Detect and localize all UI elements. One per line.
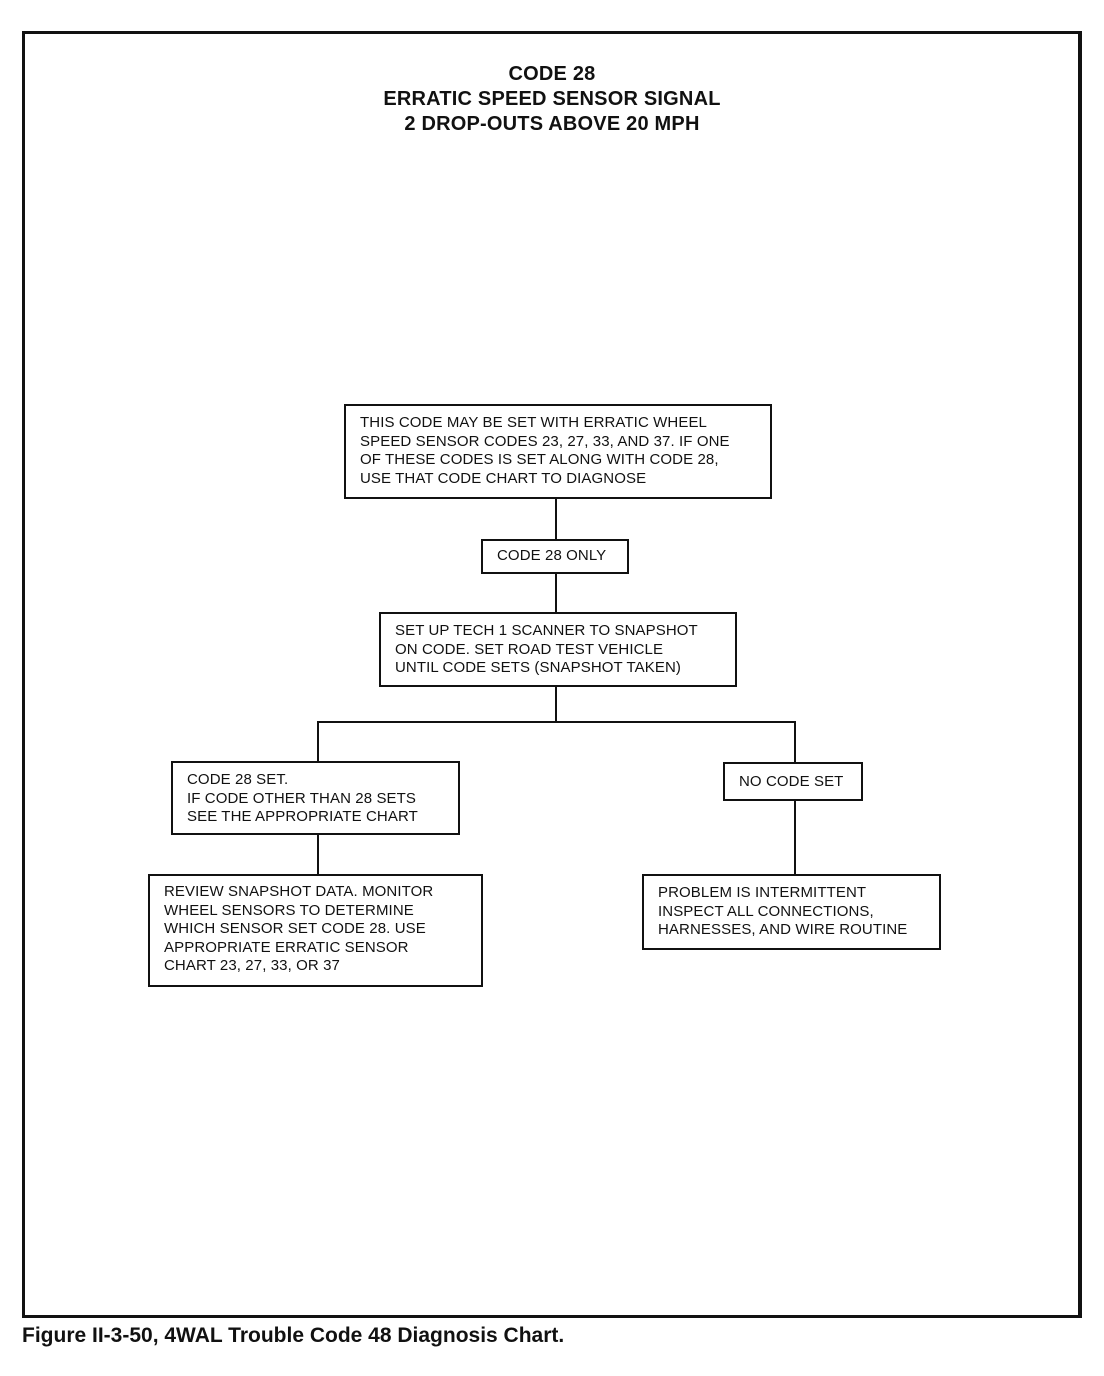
node-review-snapshot-line: WHICH SENSOR SET CODE 28. USE xyxy=(164,920,426,937)
title-code: CODE 28 xyxy=(508,63,596,85)
chart-frame xyxy=(22,31,1082,1318)
node-code28-set: CODE 28 SET. IF CODE OTHER THAN 28 SETS … xyxy=(171,761,460,835)
connector-branch-to-code28set xyxy=(317,721,319,762)
node-no-code-set-line: NO CODE SET xyxy=(739,773,844,790)
node-setup-scanner-line: ON CODE. SET ROAD TEST VEHICLE xyxy=(395,640,664,658)
connector-nocodeset-to-intermittent xyxy=(794,800,796,875)
node-setup-scanner: SET UP TECH 1 SCANNER TO SNAPSHOT ON COD… xyxy=(379,612,737,687)
node-code28-set-line: CODE 28 SET. xyxy=(187,771,289,788)
node-code28-only-line: CODE 28 ONLY xyxy=(497,547,607,564)
connector-code28only-to-setup xyxy=(555,573,557,613)
connector-branch-horizontal xyxy=(317,721,796,723)
node-intro-line: THIS CODE MAY BE SET WITH ERRATIC WHEEL xyxy=(360,414,707,431)
node-code28-set-line: SEE THE APPROPRIATE CHART xyxy=(187,808,418,825)
node-intro-line: OF THESE CODES IS SET ALONG WITH CODE 28… xyxy=(360,451,719,468)
node-intermittent: PROBLEM IS INTERMITTENT INSPECT ALL CONN… xyxy=(642,874,941,950)
figure-caption: Figure II-3-50, 4WAL Trouble Code 48 Dia… xyxy=(22,1324,565,1347)
chart-title: CODE 28 ERRATIC SPEED SENSOR SIGNAL 2 DR… xyxy=(22,62,1082,137)
node-intermittent-line: HARNESSES, AND WIRE ROUTINE xyxy=(658,921,908,938)
node-intro-line: USE THAT CODE CHART TO DIAGNOSE xyxy=(360,469,647,487)
node-review-snapshot-line: CHART 23, 27, 33, OR 37 xyxy=(164,957,341,974)
node-review-snapshot: REVIEW SNAPSHOT DATA. MONITOR WHEEL SENS… xyxy=(148,874,483,987)
node-intermittent-line: INSPECT ALL CONNECTIONS, xyxy=(658,902,874,920)
node-no-code-set: NO CODE SET xyxy=(723,762,863,801)
node-intro: THIS CODE MAY BE SET WITH ERRATIC WHEEL … xyxy=(344,404,772,499)
node-intermittent-line: PROBLEM IS INTERMITTENT xyxy=(658,884,867,901)
connector-code28set-to-review xyxy=(317,834,319,875)
connector-intro-to-code28only xyxy=(555,498,557,540)
node-code28-only: CODE 28 ONLY xyxy=(481,539,629,574)
node-review-snapshot-line: REVIEW SNAPSHOT DATA. MONITOR xyxy=(164,883,434,900)
connector-branch-to-nocodeset xyxy=(794,721,796,763)
node-review-snapshot-line: APPROPRIATE ERRATIC SENSOR xyxy=(164,938,409,956)
node-intro-line: SPEED SENSOR CODES 23, 27, 33, AND 37. I… xyxy=(360,432,730,450)
title-condition: 2 DROP-OUTS ABOVE 20 MPH xyxy=(404,113,700,135)
connector-setup-to-branch xyxy=(555,686,557,723)
node-code28-set-line: IF CODE OTHER THAN 28 SETS xyxy=(187,789,417,807)
node-review-snapshot-line: WHEEL SENSORS TO DETERMINE xyxy=(164,901,414,919)
title-description: ERRATIC SPEED SENSOR SIGNAL xyxy=(383,88,721,110)
node-setup-scanner-line: UNTIL CODE SETS (SNAPSHOT TAKEN) xyxy=(395,659,682,676)
node-setup-scanner-line: SET UP TECH 1 SCANNER TO SNAPSHOT xyxy=(395,622,698,639)
